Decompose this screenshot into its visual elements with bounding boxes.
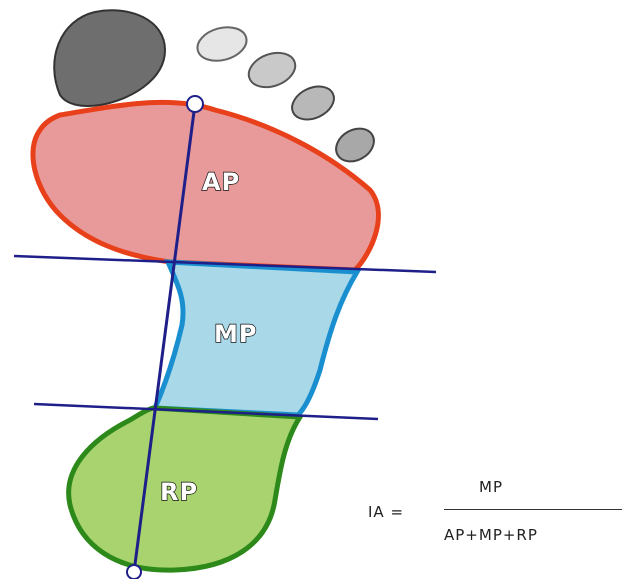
toe-2 — [194, 22, 251, 66]
label-mp: MP — [214, 320, 257, 348]
formula-fraction-bar — [444, 509, 622, 510]
toe-4 — [287, 80, 340, 126]
axis-bottom-point — [127, 565, 141, 579]
label-rp: RP — [160, 478, 198, 506]
big-toe — [54, 10, 165, 106]
formula-lhs: IA = — [368, 503, 404, 521]
toe-5 — [330, 122, 380, 168]
label-ap: AP — [202, 168, 240, 196]
formula-denominator: AP+MP+RP — [444, 526, 538, 544]
axis-top-point — [187, 96, 203, 112]
toe-3 — [244, 47, 300, 93]
formula-numerator: MP — [479, 478, 503, 496]
